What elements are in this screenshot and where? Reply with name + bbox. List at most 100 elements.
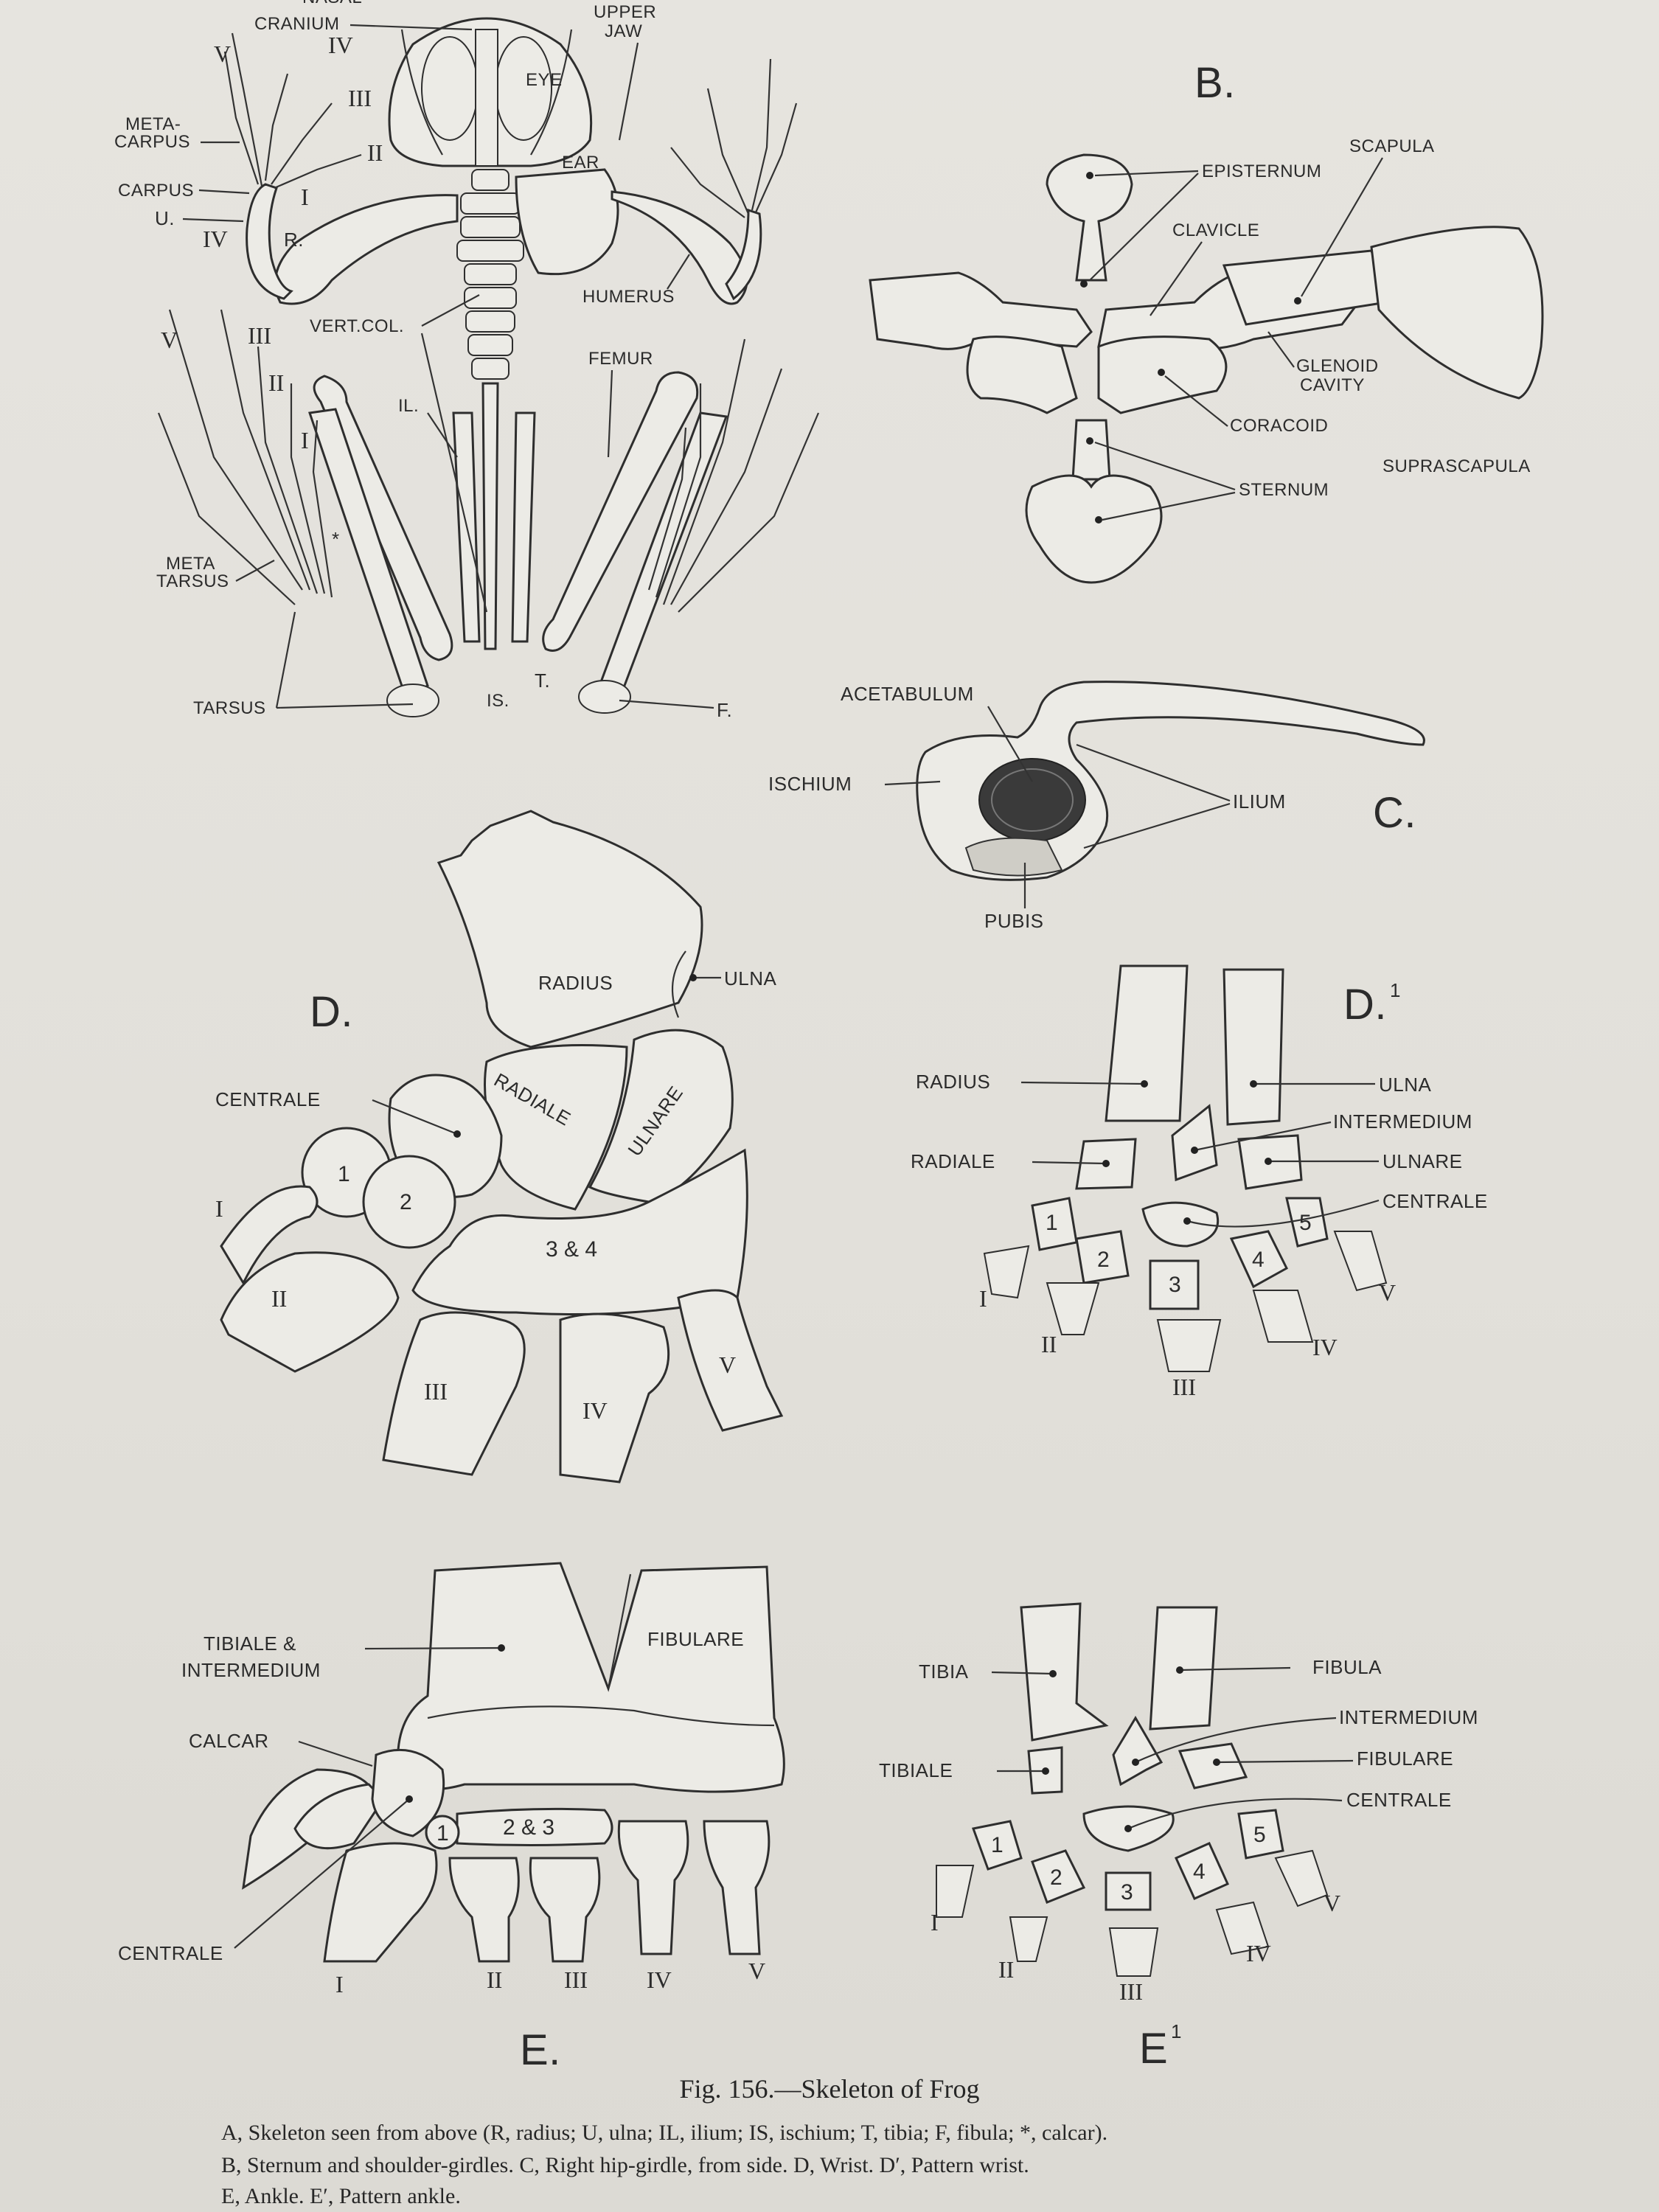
e1-tarsal-5: 5	[1253, 1823, 1266, 1847]
hand-digit-i: I	[301, 184, 309, 210]
foot-digit-ii: II	[268, 369, 284, 396]
e-label-tibiale-1: TIBIALE &	[204, 1632, 296, 1655]
label-ilium: ILIUM	[1233, 790, 1286, 813]
label-scapula: SCAPULA	[1349, 136, 1435, 156]
e1-tarsal-1: 1	[991, 1833, 1004, 1857]
figure-artwork: NASAL CRANIUM UPPER JAW EYE EAR META- CA…	[114, 0, 1544, 2065]
d1-carpal-2: 2	[1097, 1248, 1110, 1272]
label-radius: RADIUS	[538, 972, 613, 994]
label-u: U.	[155, 207, 175, 229]
label-femur: FEMUR	[588, 349, 653, 369]
d-digit-i: I	[215, 1195, 223, 1222]
e-label-2-and-3: 2 & 3	[503, 1815, 554, 1840]
label-f: F.	[717, 699, 732, 721]
panel-letter-d1-sup: 1	[1390, 979, 1401, 1001]
label-carpus: CARPUS	[118, 181, 194, 201]
panel-e1-pattern-ankle: E 1 TIBIA FIBULA INTERMEDIUM TIBIALE FIB…	[879, 1602, 1478, 2065]
d1-label-radius: RADIUS	[916, 1071, 990, 1093]
panel-letter-c: C.	[1373, 789, 1416, 837]
panel-letter-e: E.	[520, 2026, 561, 2065]
label-upper-jaw-1: UPPER	[594, 2, 656, 22]
e1-label-intermedium: INTERMEDIUM	[1339, 1706, 1478, 1728]
e-label-centrale: CENTRALE	[118, 1942, 223, 1964]
d1-carpal-5: 5	[1299, 1211, 1312, 1235]
label-calcar-mark: *	[332, 528, 340, 550]
e1-label-tibiale: TIBIALE	[879, 1759, 953, 1781]
e-digit-v: V	[748, 1958, 765, 1984]
d1-carpal-3: 3	[1169, 1273, 1181, 1297]
panel-c-hip-girdle: C. ACETABULUM ISCHIUM ILIUM PUBIS	[768, 681, 1425, 932]
label-ischium: ISCHIUM	[768, 773, 852, 795]
label-eye: EYE	[526, 70, 563, 90]
hand-digit-ii: II	[367, 139, 383, 166]
e-digit-ii: II	[487, 1966, 502, 1993]
label-sternum: STERNUM	[1239, 480, 1329, 500]
label-upper-jaw-2: JAW	[605, 21, 642, 41]
e1-tarsal-3: 3	[1121, 1880, 1133, 1905]
panel-letter-d1: D.	[1343, 981, 1387, 1029]
hand-digit-v: V	[214, 41, 231, 67]
vertebral-column	[456, 169, 524, 650]
foot-digit-iii: III	[248, 322, 271, 349]
label-glenoid-1: GLENOID	[1296, 356, 1379, 376]
d-digit-iii: III	[424, 1378, 448, 1405]
panel-letter-e1-sup: 1	[1171, 2020, 1182, 2042]
label-3-and-4: 3 & 4	[546, 1237, 597, 1262]
label-centrale: CENTRALE	[215, 1088, 321, 1110]
e1-digit-i: I	[931, 1909, 939, 1935]
label-acetabulum: ACETABULUM	[841, 683, 974, 705]
d1-digit-v: V	[1379, 1279, 1396, 1306]
label-metatarsus-2: TARSUS	[156, 571, 229, 591]
panel-b-shoulder-girdle: B. EPISTERNUM SCAPULA CLAVICLE GLENOID C…	[869, 59, 1544, 584]
label-ulna: ULNA	[724, 967, 777, 990]
e1-label-tibia: TIBIA	[919, 1660, 969, 1683]
d1-label-intermedium: INTERMEDIUM	[1333, 1110, 1472, 1133]
d-digit-ii: II	[271, 1285, 287, 1312]
d1-digit-i: I	[979, 1285, 987, 1312]
label-ear: EAR	[562, 153, 599, 173]
caption-line-3: E, Ankle. E′, Pattern ankle.	[221, 2184, 461, 2208]
e1-label-centrale: CENTRALE	[1346, 1789, 1452, 1811]
d1-label-centrale: CENTRALE	[1382, 1190, 1488, 1212]
e-label-fibulare: FIBULARE	[647, 1628, 744, 1650]
label-metatarsus-1: META	[166, 554, 215, 574]
e1-digit-v: V	[1324, 1890, 1340, 1916]
panel-a-skeleton: NASAL CRANIUM UPPER JAW EYE EAR META- CA…	[114, 0, 820, 721]
d1-carpal-4: 4	[1252, 1248, 1265, 1272]
hand-digit-iv-lower: IV	[203, 226, 228, 252]
d1-label-ulna: ULNA	[1379, 1074, 1432, 1096]
panel-letter-d: D.	[310, 988, 353, 1036]
panel-letter-e1: E	[1139, 2025, 1168, 2065]
label-metacarpus-2: CARPUS	[114, 132, 190, 152]
d1-label-ulnare: ULNARE	[1382, 1150, 1462, 1172]
d1-digit-ii: II	[1041, 1331, 1057, 1357]
label-cranium: CRANIUM	[254, 14, 340, 34]
label-nasal: NASAL	[302, 0, 362, 7]
label-pubis: PUBIS	[984, 910, 1044, 932]
label-vert-col: VERT.COL.	[310, 316, 404, 336]
label-glenoid-2: CAVITY	[1300, 375, 1365, 395]
label-suprascapula: SUPRASCAPULA	[1382, 456, 1531, 476]
foot-digit-i: I	[301, 427, 309, 453]
e1-tarsal-4: 4	[1193, 1860, 1206, 1884]
carpal-2: 2	[400, 1190, 412, 1214]
panel-e-ankle: E. TIBIALE & INTERMEDIUM FIBULARE CALCAR…	[118, 1562, 785, 2065]
e-label-1: 1	[437, 1821, 449, 1846]
label-episternum: EPISTERNUM	[1202, 161, 1321, 181]
e1-digit-ii: II	[998, 1956, 1014, 1983]
panel-d-wrist: D. RADIUS ULNA CENTRALE RADIALE ULNARE 3…	[215, 810, 784, 1484]
d1-label-radiale: RADIALE	[911, 1150, 995, 1172]
label-metacarpus-1: META-	[125, 114, 181, 134]
d1-carpal-1: 1	[1046, 1211, 1058, 1235]
hand-digit-iii: III	[348, 85, 372, 111]
label-coracoid: CORACOID	[1230, 416, 1328, 436]
panel-letter-b: B.	[1194, 59, 1236, 107]
e1-label-fibula: FIBULA	[1312, 1656, 1382, 1678]
carpal-1: 1	[338, 1162, 350, 1186]
label-clavicle: CLAVICLE	[1172, 220, 1259, 240]
e1-digit-iii: III	[1119, 1978, 1143, 2005]
label-il: IL.	[398, 396, 419, 416]
caption-line-2: B, Sternum and shoulder-girdles. C, Righ…	[221, 2153, 1029, 2177]
figure-title: Fig. 156.—Skeleton of Frog	[679, 2074, 980, 2104]
